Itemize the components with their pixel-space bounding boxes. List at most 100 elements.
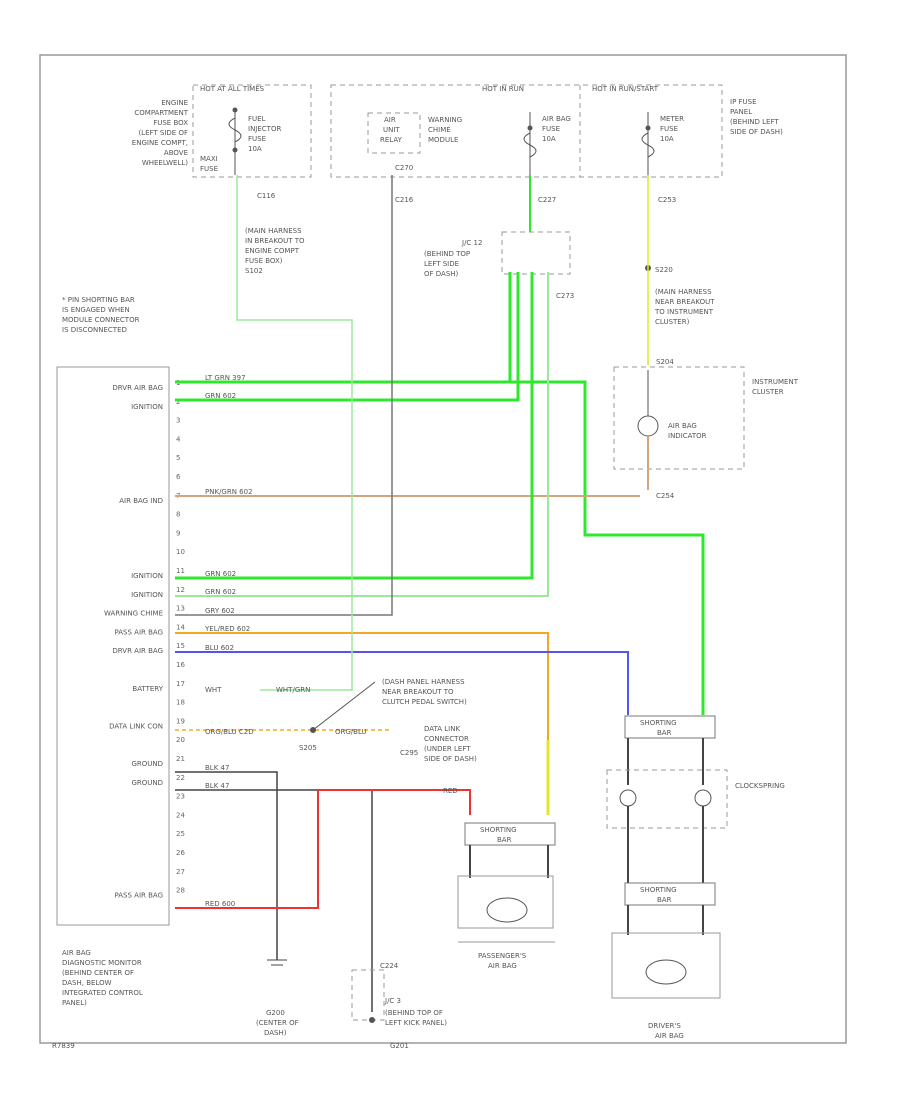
hot-in-run-box: HOT IN RUN HOT IN RUN/START	[330, 84, 723, 178]
hot-in-run-label: HOT IN RUN	[482, 85, 524, 93]
wire-pin2	[175, 272, 520, 402]
svg-text:S205: S205	[299, 744, 317, 752]
module-pin-label: IGNITION	[131, 591, 163, 599]
diagram-border	[39, 54, 847, 1044]
module-pin-label: PASS AIR BAG	[114, 628, 163, 636]
module-pin-number: 23	[176, 793, 185, 801]
c273-label: C273	[556, 292, 574, 300]
svg-text:NEAR BREAKOUT TO: NEAR BREAKOUT TO	[382, 688, 454, 696]
svg-text:DRIVER'S: DRIVER'S	[648, 1022, 681, 1030]
svg-text:METER: METER	[660, 115, 684, 123]
svg-text:YEL/RED 602: YEL/RED 602	[204, 625, 250, 633]
c270-label: C270	[395, 164, 413, 172]
svg-text:10A: 10A	[660, 135, 674, 143]
svg-text:FUSE: FUSE	[200, 165, 218, 173]
svg-text:NEAR BREAKOUT: NEAR BREAKOUT	[655, 298, 715, 306]
svg-text:PNK/GRN 602: PNK/GRN 602	[205, 488, 253, 496]
wire-pin11	[175, 272, 534, 580]
svg-text:(MAIN HARNESS: (MAIN HARNESS	[245, 227, 302, 235]
module-pin-number: 20	[176, 736, 185, 744]
svg-text:UNIT: UNIT	[383, 126, 400, 134]
module-pin-number: 14	[176, 623, 185, 631]
wire-pin12	[175, 272, 549, 597]
module-pin-number: 6	[176, 473, 181, 481]
svg-text:(CENTER OF: (CENTER OF	[256, 1019, 299, 1027]
svg-text:BAR: BAR	[657, 896, 672, 904]
svg-text:CLUSTER: CLUSTER	[752, 388, 784, 396]
svg-text:CONNECTOR: CONNECTOR	[424, 735, 469, 743]
module-pin-label: BATTERY	[132, 685, 163, 693]
module-pin-label: DRVR AIR BAG	[112, 647, 163, 655]
module-pin-number: 19	[176, 717, 185, 725]
svg-text:SIDE OF DASH): SIDE OF DASH)	[424, 755, 477, 763]
module-pin-label: IGNITION	[131, 572, 163, 580]
svg-text:OF DASH): OF DASH)	[424, 270, 459, 278]
instrument-cluster: S204 AIR BAG INDICATOR INSTRUMENT CLUSTE…	[613, 358, 799, 500]
svg-text:(BEHIND LEFT: (BEHIND LEFT	[730, 118, 779, 126]
svg-text:IN BREAKOUT TO: IN BREAKOUT TO	[245, 237, 305, 245]
svg-text:WHEELWELL): WHEELWELL)	[142, 159, 188, 167]
svg-text:BAR: BAR	[497, 836, 512, 844]
svg-text:LEFT SIDE: LEFT SIDE	[424, 260, 459, 268]
c224-label: C224	[380, 962, 399, 970]
main-harness-cluster-note: S220 (MAIN HARNESS NEAR BREAKOUT TO INST…	[645, 265, 715, 326]
svg-text:GRY 602: GRY 602	[205, 607, 235, 615]
c254-label: C254	[656, 492, 675, 500]
ground-g200: G200 (CENTER OF DASH)	[256, 959, 299, 1037]
svg-text:G200: G200	[266, 1009, 285, 1017]
svg-text:S102: S102	[245, 267, 263, 275]
svg-text:WHT: WHT	[205, 686, 222, 694]
module-pin-number: 28	[176, 887, 185, 895]
svg-text:DIAGNOSTIC MONITOR: DIAGNOSTIC MONITOR	[62, 959, 142, 967]
svg-text:FUSE BOX: FUSE BOX	[153, 119, 188, 127]
wire-pin21	[175, 771, 278, 960]
hot-at-all-times-label: HOT AT ALL TIMES	[200, 85, 265, 93]
module-pin-number: 10	[176, 548, 185, 556]
svg-text:CHIME: CHIME	[428, 126, 451, 134]
wire-pin28	[175, 789, 471, 909]
svg-text:BLK 47: BLK 47	[205, 782, 229, 790]
svg-text:SHORTING: SHORTING	[480, 826, 517, 834]
svg-text:(BEHIND TOP OF: (BEHIND TOP OF	[385, 1009, 443, 1017]
module-pin-number: 2	[176, 398, 180, 406]
module-pin-number: 5	[176, 454, 180, 462]
svg-text:CLUTCH PEDAL SWITCH): CLUTCH PEDAL SWITCH)	[382, 698, 467, 706]
s220-label: S220	[655, 266, 673, 274]
module-pin-number: 8	[176, 511, 180, 519]
svg-text:CLOCKSPRING: CLOCKSPRING	[735, 782, 785, 790]
svg-text:WARNING: WARNING	[428, 116, 462, 124]
svg-text:IS ENGAGED WHEN: IS ENGAGED WHEN	[62, 306, 130, 314]
svg-text:IP FUSE: IP FUSE	[730, 98, 757, 106]
svg-text:WHT/GRN: WHT/GRN	[276, 686, 310, 694]
module-pin-label: WARNING CHIME	[104, 610, 163, 618]
svg-text:(LEFT SIDE OF: (LEFT SIDE OF	[138, 129, 188, 137]
svg-text:BLK 47: BLK 47	[205, 764, 229, 772]
wire-pin1	[175, 380, 705, 715]
svg-text:PASSENGER'S: PASSENGER'S	[478, 952, 527, 960]
wire-pin15	[175, 651, 629, 715]
air-unit-relay: AIR UNIT RELAY WARNING CHIME MODULE C270…	[367, 112, 462, 204]
hot-at-all-times-box: HOT AT ALL TIMES	[192, 84, 312, 178]
svg-text:FUSE: FUSE	[660, 125, 678, 133]
svg-text:COMPARTMENT: COMPARTMENT	[134, 109, 188, 117]
svg-text:GRN 602: GRN 602	[205, 588, 236, 596]
svg-text:DASH): DASH)	[264, 1029, 287, 1037]
s204-label: S204	[656, 358, 674, 366]
svg-text:AIR BAG: AIR BAG	[62, 949, 91, 957]
svg-text:MODULE CONNECTOR: MODULE CONNECTOR	[62, 316, 140, 324]
module-pin-number: 13	[176, 605, 185, 613]
module-desc: AIR BAG DIAGNOSTIC MONITOR (BEHIND CENTE…	[52, 949, 143, 1050]
module-pin-label: PASS AIR BAG	[114, 892, 163, 900]
svg-text:BLU 602: BLU 602	[205, 644, 234, 652]
svg-text:SIDE OF DASH): SIDE OF DASH)	[730, 128, 783, 136]
ip-fuse-panel-desc: IP FUSE PANEL (BEHIND LEFT SIDE OF DASH)	[730, 98, 783, 136]
svg-text:SHORTING: SHORTING	[640, 719, 677, 727]
svg-text:AIR BAG: AIR BAG	[655, 1032, 684, 1040]
pin-shorting-bar-note: * PIN SHORTING BAR IS ENGAGED WHEN MODUL…	[62, 296, 140, 334]
ground-g201: C224 J/C 3 (BEHIND TOP OF LEFT KICK PANE…	[351, 962, 447, 1050]
svg-text:LEFT KICK PANEL): LEFT KICK PANEL)	[385, 1019, 447, 1027]
svg-text:10A: 10A	[542, 135, 556, 143]
engine-fuse-box-desc: ENGINE COMPARTMENT FUSE BOX (LEFT SIDE O…	[132, 99, 189, 167]
